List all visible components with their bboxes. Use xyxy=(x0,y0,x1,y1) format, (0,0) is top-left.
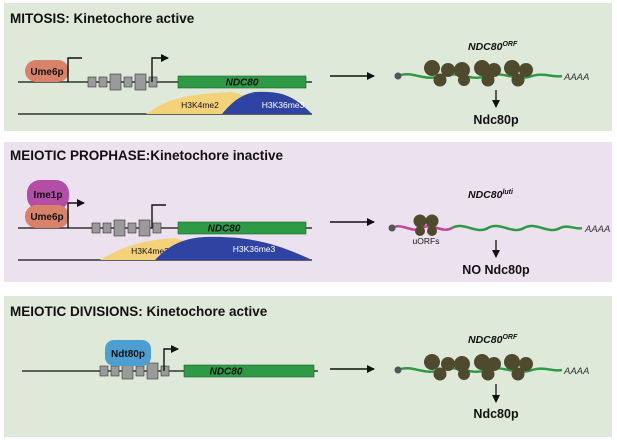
promoter-orf-repressed xyxy=(151,204,166,228)
transcript-label: NDC80ORF xyxy=(468,41,518,53)
mrna-5-prime-cap xyxy=(394,72,402,80)
poly-a-tail: AAAA xyxy=(563,72,589,83)
protein-product: Ndc80p xyxy=(473,113,519,127)
svg-text:Ime1p: Ime1p xyxy=(34,190,63,201)
svg-text:Ume6p: Ume6p xyxy=(30,212,63,223)
h3k36me3-mark xyxy=(155,236,312,260)
h3k36me3-label: H3K36me3 xyxy=(262,100,305,110)
h3k36me3-label: H3K36me3 xyxy=(233,244,276,254)
svg-text:NDC80: NDC80 xyxy=(208,224,241,235)
transcript-label: NDC80luti xyxy=(468,189,514,201)
panel-meiotic-prophase: MEIOTIC PROPHASE:Kinetochore inactive Im… xyxy=(4,142,612,282)
ume6p-protein: Ume6p xyxy=(25,205,69,228)
ndc80-gene: NDC80 xyxy=(183,364,315,378)
promoter-orf-active xyxy=(151,54,169,82)
mrna-luti-orf xyxy=(451,224,583,232)
h3k4me2-label: H3K4me2 xyxy=(131,246,169,256)
ndc80-gene: NDC80 xyxy=(177,75,307,89)
h3k4me2-label: H3K4me2 xyxy=(181,100,219,110)
uorf-boxes xyxy=(87,73,158,91)
promoter-luti-active xyxy=(67,199,85,228)
ndc80-gene: NDC80 xyxy=(177,221,307,235)
poly-a-tail: AAAA xyxy=(584,224,610,235)
promoter-luti-repressed xyxy=(67,57,82,82)
ime1p-protein: Ime1p xyxy=(27,180,69,210)
h3k36me3-mark xyxy=(222,91,312,114)
svg-text:NDC80: NDC80 xyxy=(226,78,259,89)
panel-meiotic-divisions: MEIOTIC DIVISIONS: Kinetochore active Nd… xyxy=(4,296,612,437)
panel-mitosis-title: MITOSIS: Kinetochore active xyxy=(10,11,195,26)
poly-a-tail: AAAA xyxy=(563,366,589,377)
panel-divisions-title: MEIOTIC DIVISIONS: Kinetochore active xyxy=(10,304,268,319)
svg-text:Ume6p: Ume6p xyxy=(30,67,63,78)
mrna-5-prime-cap xyxy=(394,366,402,374)
panel-prophase-background xyxy=(4,142,612,282)
svg-text:NDC80: NDC80 xyxy=(210,367,243,378)
ribosomes xyxy=(424,354,533,381)
uorfs-label: uORFs xyxy=(413,236,440,246)
svg-text:Ndt80p: Ndt80p xyxy=(111,349,145,360)
ndt80p-protein: Ndt80p xyxy=(105,340,151,366)
protein-product: Ndc80p xyxy=(473,407,519,421)
transcript-label: NDC80ORF xyxy=(468,334,518,346)
ume6p-protein: Ume6p xyxy=(25,60,69,82)
mrna-5-prime-cap xyxy=(388,224,396,232)
panel-prophase-title: MEIOTIC PROPHASE:Kinetochore inactive xyxy=(10,148,284,163)
promoter-orf-active xyxy=(163,345,179,371)
protein-product: NO Ndc80p xyxy=(462,263,530,277)
ribosomes xyxy=(424,60,533,87)
uorf-boxes xyxy=(99,362,170,380)
ribosomes-on-uorfs xyxy=(413,214,439,236)
uorf-boxes xyxy=(91,219,162,237)
panel-mitosis: MITOSIS: Kinetochore active Ume6p NDC80 xyxy=(4,3,612,131)
